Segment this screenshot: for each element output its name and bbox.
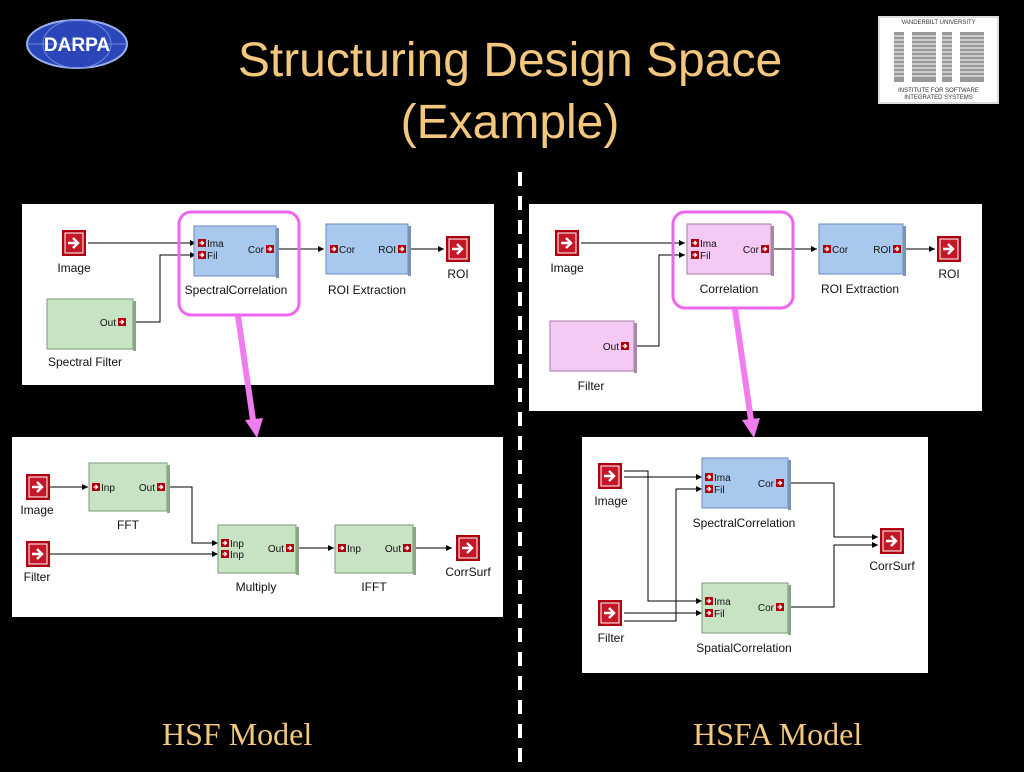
cor-port-2: Cor: [758, 603, 775, 614]
filter-source-label: Filter: [24, 570, 51, 584]
ifft-out-port: Out: [385, 544, 401, 555]
corrsurf-sink-icon: [878, 526, 906, 556]
darpa-logo: DARPA: [26, 19, 128, 69]
highlight-box: [177, 210, 301, 317]
isis-logo-bottom-text-1: INSTITUTE FOR SOFTWARE: [898, 88, 979, 94]
spatial-correlation-label: SpatialCorrelation: [696, 641, 791, 655]
slide-title-line-2: (Example): [400, 96, 620, 149]
fil-port-1: Fil: [714, 485, 725, 496]
roi-out-port: ROI: [378, 245, 396, 256]
caption-hsf-model: HSF Model: [162, 716, 313, 752]
multiply-out-port: Out: [268, 544, 284, 555]
filter-source-label: Filter: [598, 631, 625, 645]
caption-hsfa-model: HSFA Model: [693, 716, 863, 752]
ifft-in-port: Inp: [347, 544, 361, 555]
fft-in-port: Inp: [101, 483, 115, 494]
corrsurf-sink-label: CorrSurf: [869, 559, 915, 573]
wires: [50, 484, 452, 557]
roi-extraction-block: Cor ROI: [325, 223, 411, 276]
filter-source-icon: [24, 539, 52, 569]
spectral-filter-block: Out: [46, 298, 136, 351]
fft-block: Inp Out: [88, 462, 170, 513]
ima-port: Ima: [700, 239, 717, 250]
filter-block: Out: [549, 320, 637, 373]
roi-in-port: Cor: [339, 245, 356, 256]
correlation-block: Ima Fil Cor: [686, 223, 774, 276]
spectral-filter-label: Spectral Filter: [48, 355, 122, 369]
slide-title-line-1: Structuring Design Space: [237, 34, 783, 87]
isis-logo: VANDERBILT UNIVERSITY INSTITUTE FOR SOFT…: [878, 16, 999, 104]
cor-port: Cor: [248, 245, 265, 256]
roi-sink-icon: [444, 234, 472, 264]
image-source-icon: [553, 228, 581, 258]
roi-in-port: Cor: [832, 245, 849, 256]
correlation-label: Correlation: [700, 282, 759, 296]
image-source-icon: [24, 472, 52, 502]
spectral-correlation-block: Ima Fil Cor: [701, 457, 791, 510]
cor-port: Cor: [743, 245, 760, 256]
fil-port-2: Fil: [714, 609, 725, 620]
isis-logo-top-text: VANDERBILT UNIVERSITY: [901, 20, 976, 26]
corrsurf-sink-label: CorrSurf: [445, 565, 491, 579]
roi-sink-label: ROI: [447, 267, 468, 281]
image-source-label: Image: [594, 494, 628, 508]
image-source-icon: [60, 228, 88, 258]
multiply-in-port-2: Inp: [230, 550, 244, 561]
ifft-label: IFFT: [361, 580, 387, 594]
multiply-label: Multiply: [236, 580, 277, 594]
isis-logo-bottom-text-2: INTEGRATED SYSTEMS: [904, 95, 973, 101]
roi-sink-label: ROI: [938, 267, 959, 281]
panel-hsf-top: Image Out Spectral Filter Ima Fil Cor Sp…: [22, 204, 494, 385]
ima-port: Ima: [207, 239, 224, 250]
panel-hsf-bottom: Image Filter Inp Out FFT Inp Inp Out Mul…: [12, 437, 503, 617]
wires: [624, 470, 878, 622]
ifft-block: Inp Out: [334, 524, 416, 575]
roi-extraction-label: ROI Extraction: [821, 282, 899, 296]
cor-port-1: Cor: [758, 479, 775, 490]
panel-hsfa-top: Image Out Filter Ima Fil Cor Correlation…: [529, 204, 982, 411]
spectral-filter-out-port: Out: [100, 318, 116, 329]
roi-extraction-block: Cor ROI: [818, 223, 906, 276]
ima-port-1: Ima: [714, 473, 731, 484]
panel-hsfa-bottom: Image Filter Ima Fil Cor SpectralCorrela…: [582, 437, 928, 673]
roi-out-port: ROI: [873, 245, 891, 256]
fil-port: Fil: [700, 251, 711, 262]
roi-extraction-label: ROI Extraction: [328, 283, 406, 297]
roi-sink-icon: [935, 234, 963, 264]
image-source-icon: [596, 461, 624, 491]
spectral-correlation-block: Ima Fil Cor: [193, 225, 279, 278]
isis-logo-mark: [890, 32, 988, 82]
filter-source-icon: [596, 598, 624, 628]
slide-title: Structuring Design Space (Example): [150, 30, 870, 154]
image-source-label: Image: [57, 261, 91, 275]
image-source-label: Image: [550, 261, 584, 275]
darpa-logo-text: DARPA: [44, 35, 110, 56]
fil-port: Fil: [207, 251, 218, 262]
multiply-in-port-1: Inp: [230, 539, 244, 550]
spectral-correlation-label: SpectralCorrelation: [185, 283, 288, 297]
filter-label: Filter: [578, 379, 605, 393]
multiply-block: Inp Inp Out: [217, 524, 299, 575]
fft-label: FFT: [117, 518, 140, 532]
highlight-box: [671, 210, 795, 310]
dashed-divider: [518, 172, 522, 772]
image-source-label: Image: [20, 503, 54, 517]
ima-port-2: Ima: [714, 597, 731, 608]
spectral-correlation-label: SpectralCorrelation: [693, 516, 796, 530]
fft-out-port: Out: [139, 483, 155, 494]
corrsurf-sink-icon: [454, 533, 482, 563]
filter-out-port: Out: [603, 342, 619, 353]
spatial-correlation-block: Ima Fil Cor: [701, 582, 791, 635]
